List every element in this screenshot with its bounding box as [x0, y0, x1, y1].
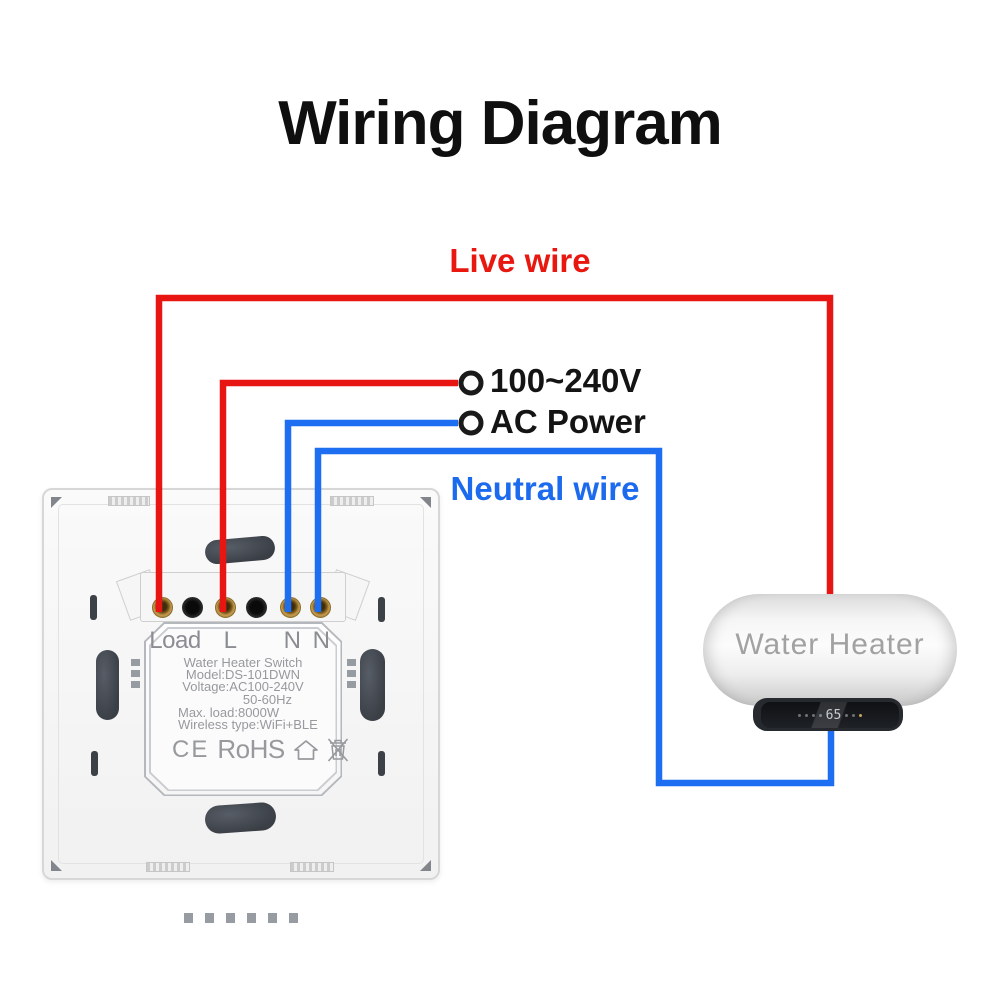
vent: [226, 913, 235, 923]
vent: [131, 670, 140, 677]
corner-notch: [420, 860, 431, 871]
terminal-label-load: Load: [149, 627, 201, 654]
water-heater: Water Heater 65: [703, 594, 957, 731]
terminal-label-l: L: [223, 627, 237, 654]
ce-mark: CE: [172, 735, 210, 763]
certifications: CE RoHS: [172, 734, 349, 765]
screw-slot: [378, 597, 385, 622]
terminal-label-n1: N: [283, 627, 301, 654]
mount-ridge: [330, 496, 374, 506]
live-wire-label: Live wire: [449, 242, 591, 279]
page-title: Wiring Diagram: [278, 89, 723, 158]
crossed-bin-icon: [327, 737, 348, 762]
control-panel-display: 65: [761, 702, 899, 728]
screw-slot: [90, 595, 97, 620]
screw-slot: [378, 751, 385, 776]
display-dot: [859, 713, 863, 717]
temperature-readout: 65: [825, 707, 842, 723]
terminal-n2: [310, 597, 331, 618]
display-dot: [804, 713, 808, 717]
terminal-label-n2: N: [312, 627, 330, 654]
neutral-wire-label: Neutral wire: [450, 470, 640, 507]
screw-slot: [91, 751, 98, 776]
terminal-empty: [246, 597, 267, 618]
mount-cutout: [360, 649, 385, 721]
terminal-n1: [280, 597, 301, 618]
vent: [347, 681, 356, 688]
house-icon: [293, 739, 318, 760]
display-dot: [797, 713, 801, 717]
frequency-spec: 50-60Hz: [242, 692, 292, 707]
power-terminal-neutral: [458, 410, 484, 436]
terminal-l: [215, 597, 236, 618]
display-dot: [852, 713, 856, 717]
mount-ridge: [146, 862, 190, 872]
terminal-empty: [182, 597, 203, 618]
corner-notch: [51, 860, 62, 871]
display-dot: [818, 713, 822, 717]
mount-cutout: [204, 801, 277, 835]
corner-notch: [51, 497, 62, 508]
power-terminal-live: [458, 370, 484, 396]
mount-ridge: [290, 862, 334, 872]
mount-cutout: [96, 650, 119, 720]
vent: [347, 659, 356, 666]
voltage-spec: Voltage:AC100-240V: [182, 679, 304, 694]
rohs-mark: RoHS: [217, 734, 285, 764]
water-heater-label: Water Heater: [735, 628, 925, 661]
vent: [131, 681, 140, 688]
display-dot: [811, 713, 815, 717]
vent: [268, 913, 277, 923]
switch-core: Load L N N Water Heater Switch Model:DS-…: [144, 622, 348, 923]
vent: [289, 913, 298, 923]
terminal-load: [152, 597, 173, 618]
voltage-label: 100~240V: [490, 362, 642, 399]
vent: [347, 670, 356, 677]
vent: [205, 913, 214, 923]
max-load-spec: Max. load:8000W: [178, 705, 280, 720]
vent: [131, 659, 140, 666]
ac-power-label: AC Power: [490, 403, 646, 440]
wireless-spec: Wireless type:WiFi+BLE: [178, 717, 318, 732]
display-dot: [845, 713, 849, 717]
model-number: Model:DS-101DWN: [185, 667, 301, 682]
vent: [247, 913, 256, 923]
product-name: Water Heater Switch: [183, 655, 303, 670]
mount-ridge: [108, 496, 150, 506]
smart-switch-module: Load L N N Water Heater Switch Model:DS-…: [42, 488, 440, 923]
vent: [184, 913, 193, 923]
